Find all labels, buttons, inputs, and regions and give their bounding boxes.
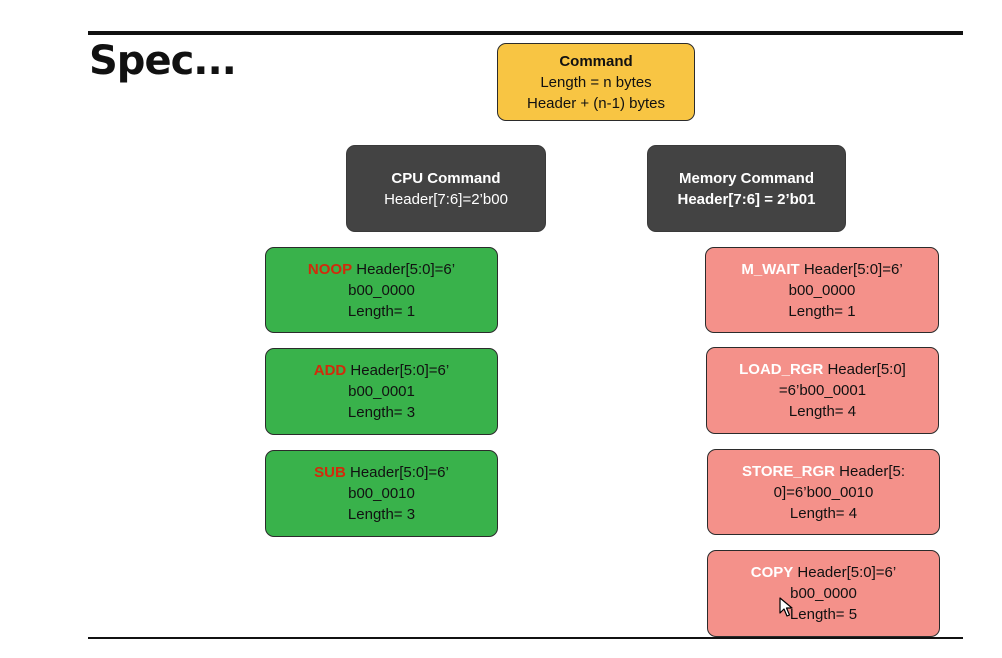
op-name: M_WAIT: [741, 260, 800, 278]
op-code: b00_0001: [348, 383, 415, 400]
mem-op-m-wait: M_WAIT Header[5:0]=6’ b00_0000 Length= 1: [705, 247, 939, 333]
op-name: SUB: [314, 464, 346, 481]
mem-op-copy: COPY Header[5:0]=6’ b00_0000 Length= 5: [707, 550, 940, 637]
op-length: Length= 3: [347, 404, 416, 421]
op-header: Header[5:0]: [823, 361, 906, 378]
mem-op-store-rgr: STORE_RGR Header[5: 0]=6’b00_0010 Length…: [707, 449, 940, 535]
op-length: Length= 5: [789, 606, 858, 623]
op-header: Header[5:0]=6’: [346, 362, 450, 379]
op-code: 0]=6’b00_0010: [773, 483, 874, 501]
op-length: Length= 4: [789, 504, 858, 522]
op-code: b00_0010: [348, 485, 415, 502]
slide-title: Spec...: [89, 38, 237, 84]
cpu-op-noop: NOOP Header[5:0]=6’ b00_0000 Length= 1: [265, 247, 498, 333]
op-length: Length= 1: [347, 302, 416, 320]
op-code: b00_0000: [348, 281, 415, 299]
memory-command-header: Header[7:6] = 2’b01: [677, 190, 816, 208]
bottom-rule: [88, 637, 963, 639]
cpu-command-box: CPU Command Header[7:6]=2’b00: [346, 145, 546, 232]
top-rule: [88, 31, 963, 35]
op-name: LOAD_RGR: [739, 361, 824, 378]
root-length: Length = n bytes: [540, 73, 652, 91]
op-name: STORE_RGR: [741, 462, 836, 480]
op-code: =6’b00_0001: [778, 382, 867, 399]
cpu-op-add: ADD Header[5:0]=6’ b00_0001 Length= 3: [265, 348, 498, 435]
root-title: Command: [559, 52, 633, 70]
op-length: Length= 1: [788, 302, 856, 320]
memory-command-box: Memory Command Header[7:6] = 2’b01: [647, 145, 846, 232]
op-header: Header[5:0]=6’: [793, 564, 897, 581]
cpu-command-header: Header[7:6]=2’b00: [384, 190, 508, 208]
op-name: COPY: [750, 564, 794, 581]
root-header: Header + (n-1) bytes: [527, 94, 665, 112]
op-code: b00_0000: [788, 281, 856, 299]
cpu-op-sub: SUB Header[5:0]=6’ b00_0010 Length= 3: [265, 450, 498, 537]
memory-command-title: Memory Command: [678, 169, 815, 187]
cpu-command-title: CPU Command: [391, 169, 501, 187]
command-root-box: Command Length = n bytes Header + (n-1) …: [497, 43, 695, 121]
op-header: Header[5:0]=6’: [345, 464, 449, 481]
mouse-pointer-icon: [779, 597, 793, 617]
op-header: Header[5:0]=6’: [799, 260, 903, 278]
op-header: Header[5:: [835, 462, 906, 480]
mem-op-load-rgr: LOAD_RGR Header[5:0] =6’b00_0001 Length=…: [706, 347, 939, 434]
op-length: Length= 4: [788, 403, 857, 420]
op-name: NOOP: [307, 260, 353, 278]
op-header: Header[5:0]=6’: [352, 260, 456, 278]
op-code: b00_0000: [790, 585, 857, 602]
op-name: ADD: [313, 362, 347, 379]
op-length: Length= 3: [347, 506, 416, 523]
